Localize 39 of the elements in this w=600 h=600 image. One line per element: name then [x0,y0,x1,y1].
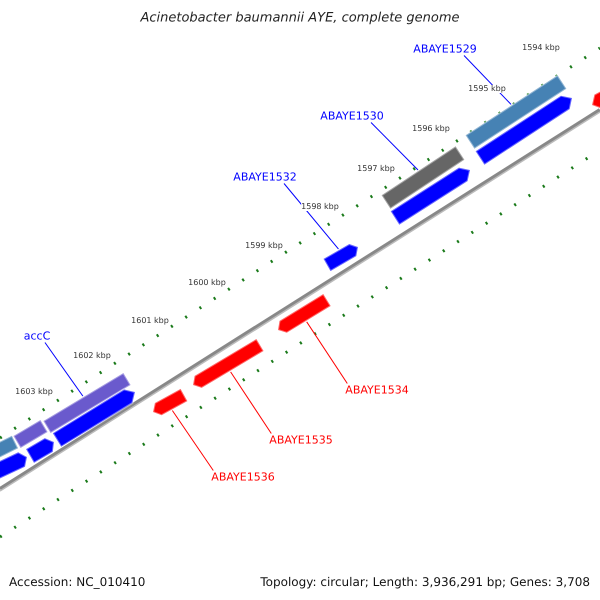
gene-label: accC [24,330,50,342]
gene-label: ABAYE1536 [211,472,275,482]
tick-label: 1601 kbp [131,317,169,325]
gene-bar [380,144,466,210]
footer-text: Topology: circular; Length: 3,936,291 bp; Genes: 3,708 [260,576,590,588]
tick-label: 1602 kbp [73,352,111,360]
gene-feature [276,292,332,334]
gene-label: ABAYE1532 [233,172,297,182]
footer-text: Accession: NC_010410 [9,576,146,588]
gene-bar [464,74,568,150]
tick-label: 1603 kbp [15,388,53,396]
leader-line [370,122,419,170]
leader-line [230,371,272,434]
tick-label: 1595 kbp [468,85,506,93]
gene-feature [322,242,360,272]
gene-bar [12,418,49,450]
title: Acinetobacter baumannii AYE, complete genome [140,12,460,24]
gene-label: ABAYE1535 [269,434,333,446]
tick-label: 1594 kbp [522,44,560,52]
tick-label: 1598 kbp [301,203,339,211]
gene-label: ABAYE1534 [345,384,409,396]
gene-label: ABAYE1529 [413,44,477,54]
tick-label: 1599 kbp [245,242,283,250]
leader-line [284,183,339,250]
gene-feature [152,388,189,416]
leader-line [464,55,512,105]
tick-label: 1600 kbp [188,279,226,287]
leader-line [172,410,214,471]
gene-feature [192,338,265,389]
gene-feature [51,388,136,448]
tick-label: 1596 kbp [412,125,450,133]
gene-feature [474,94,574,166]
leader-line [306,321,348,384]
tick-label: 1597 kbp [357,165,395,173]
gene-bar [0,434,20,460]
gene-label: ABAYE1530 [320,110,384,122]
leader-line [44,342,84,397]
gene-feature [24,436,56,464]
gene-feature [0,451,28,481]
